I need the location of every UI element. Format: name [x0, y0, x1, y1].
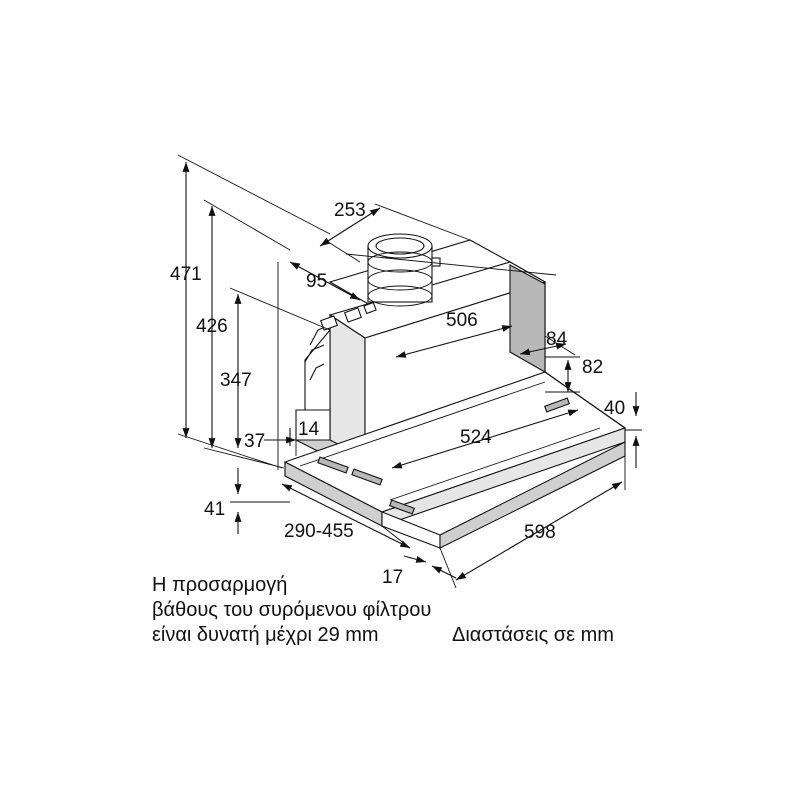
note-line-1: Η προσαρμογή: [152, 574, 288, 596]
dim-label-524: 524: [460, 427, 492, 448]
dim-label-40: 40: [604, 398, 625, 419]
dimension-lines: [177, 154, 642, 589]
dim-label-41: 41: [204, 499, 225, 520]
dim-label-471: 471: [170, 264, 202, 285]
dim-label-82: 82: [582, 357, 603, 378]
dimension-labels: 253 471 95 426 506 84 82 347 40 37 14 52…: [170, 200, 625, 588]
dim-label-95: 95: [306, 271, 327, 292]
duct-collar: [367, 233, 441, 307]
dim-label-17: 17: [382, 567, 403, 588]
dim-label-14: 14: [298, 419, 320, 440]
dim-label-598: 598: [524, 522, 556, 543]
dim-label-37: 37: [244, 431, 265, 452]
units-note: Διαστάσεις σε mm: [452, 624, 614, 646]
dim-label-426: 426: [196, 316, 228, 337]
note-line-3: είναι δυνατή μέχρι 29 mm: [152, 624, 379, 646]
dim-label-84: 84: [546, 329, 568, 350]
dim-label-506: 506: [446, 310, 478, 331]
note-line-2: βάθους του συρόμενου φίλτρου: [152, 599, 432, 621]
dim-label-347: 347: [220, 370, 252, 391]
dim-label-253: 253: [334, 200, 366, 221]
hood-outline: [283, 239, 627, 549]
dim-label-290-455: 290-455: [284, 521, 354, 542]
